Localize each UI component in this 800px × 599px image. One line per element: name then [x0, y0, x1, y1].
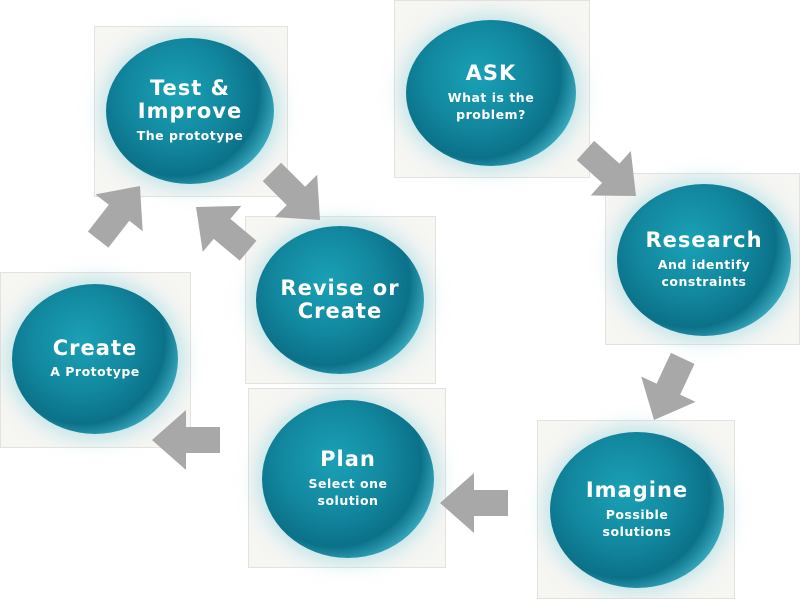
ask-title: ASK: [465, 61, 517, 86]
arrow-revise-to-test: [176, 184, 268, 274]
imagine-subtitle: Possible solutions: [602, 506, 672, 539]
arrow-test-to-revise: [250, 150, 342, 242]
create-subtitle: A Prototype: [50, 364, 140, 380]
revise-step: Revise or Create: [256, 226, 424, 374]
arrow-create-to-test: [74, 167, 164, 259]
test-subtitle: The prototype: [136, 127, 244, 143]
arrow-plan-to-create: [152, 410, 220, 470]
imagine-title: Imagine: [585, 478, 689, 503]
plan-title: Plan: [320, 447, 376, 472]
research-title: Research: [645, 228, 763, 253]
arrow-imagine-to-plan: [440, 473, 508, 533]
revise-title: Revise or Create: [280, 276, 400, 323]
ask-subtitle: What is the problem?: [447, 89, 535, 122]
arrow-research-to-imagine: [626, 345, 710, 433]
research-step: Research And identify constraints: [617, 184, 791, 336]
research-subtitle: And identify constraints: [657, 256, 751, 289]
test-step: Test & Improve The prototype: [106, 38, 274, 184]
test-title: Test & Improve: [137, 76, 243, 124]
arrow-ask-to-research: [565, 128, 657, 219]
create-title: Create: [52, 335, 138, 360]
plan-subtitle: Select one solution: [308, 475, 388, 508]
create-step: Create A Prototype: [12, 284, 178, 434]
ask-step: ASK What is the problem?: [406, 20, 576, 166]
plan-step: Plan Select one solution: [262, 400, 434, 558]
imagine-step: Imagine Possible solutions: [550, 432, 724, 588]
